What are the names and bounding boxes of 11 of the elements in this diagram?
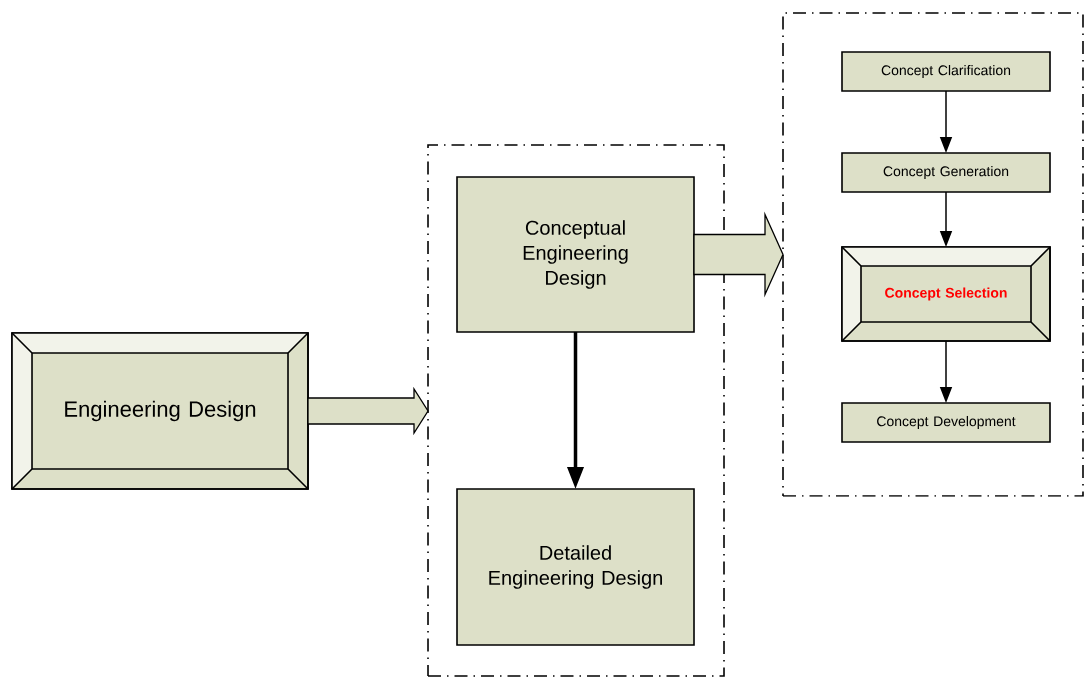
group-frame — [782, 12, 1084, 497]
block-arrow — [693, 211, 784, 298]
bevel-box: Concept Selection — [841, 246, 1051, 342]
group-frame — [427, 144, 725, 677]
bevel-box: Engineering Design — [11, 332, 309, 490]
process-box: Concept Generation — [841, 152, 1051, 193]
block-arrow — [307, 386, 429, 436]
process-box: Conceptual Engineering Design — [456, 176, 695, 333]
process-box: Concept Clarification — [841, 51, 1051, 92]
process-box: Detailed Engineering Design — [456, 488, 695, 646]
process-box: Concept Development — [841, 402, 1051, 443]
